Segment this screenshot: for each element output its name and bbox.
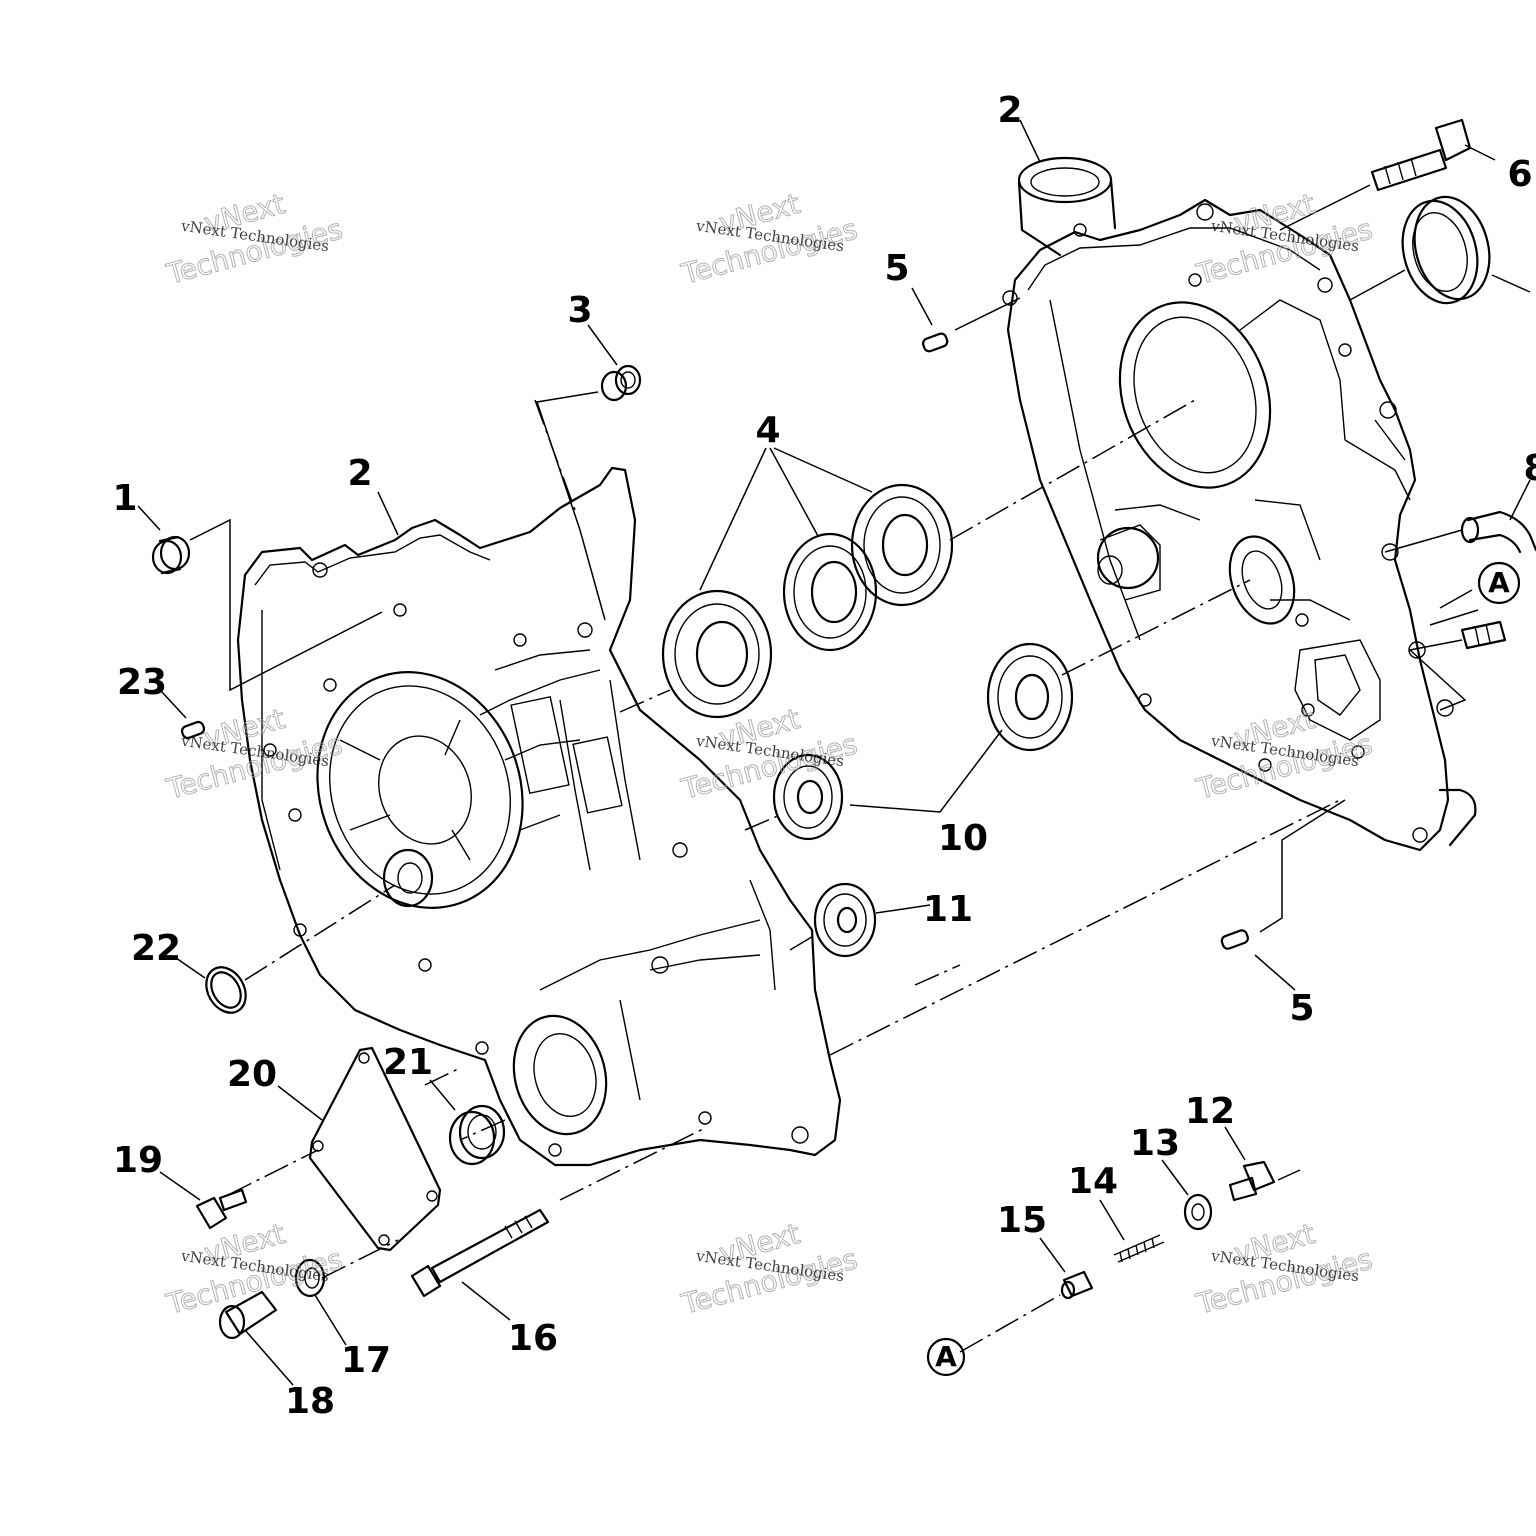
cover-plate-part-20 <box>308 1046 442 1252</box>
bearing-part-10a <box>772 753 844 841</box>
washer-part-13 <box>1183 1193 1213 1231</box>
callout-number-17: 17 <box>341 1340 391 1381</box>
callout-number-5: 5 <box>884 248 909 289</box>
callout-number-10: 10 <box>938 818 988 859</box>
dowel-pin-part-23 <box>180 720 206 740</box>
callout-number-1: 1 <box>112 478 137 519</box>
callout-number-22: 22 <box>131 928 181 969</box>
callout-number-6: 6 <box>1507 154 1532 195</box>
reference-labels: AA <box>935 566 1510 1373</box>
left-crankcase-half <box>236 466 842 1167</box>
bearing-part-11 <box>813 882 877 958</box>
callout-number-4: 4 <box>755 410 780 451</box>
center-lines <box>227 399 1341 1353</box>
callout-number-21: 21 <box>383 1042 433 1083</box>
bolt-part-6 <box>1370 118 1472 192</box>
washer-part-17 <box>294 1258 326 1298</box>
callout-labels: 1223455681011121314151617181920212223 <box>112 90 1536 1422</box>
spring-part-14 <box>1113 1234 1165 1263</box>
callout-number-12: 12 <box>1185 1091 1235 1132</box>
oil-seal-top-right <box>1401 195 1491 305</box>
callout-number-23: 23 <box>117 662 167 703</box>
o-ring-part-22 <box>205 966 247 1014</box>
right-crankcase-half <box>1002 156 1477 852</box>
callout-number-2: 2 <box>347 453 372 494</box>
ref-circle-a-bottom <box>926 1337 966 1377</box>
callout-number-8: 8 <box>1523 448 1536 489</box>
dowel-sleeve-part-1 <box>151 535 191 575</box>
callout-number-20: 20 <box>227 1054 277 1095</box>
callout-number-19: 19 <box>113 1140 163 1181</box>
callout-number-13: 13 <box>1130 1123 1180 1164</box>
reference-letter-a: A <box>1488 566 1510 599</box>
long-bolt-part-16 <box>410 1208 550 1298</box>
bearing-part-4b <box>782 532 878 652</box>
callout-number-15: 15 <box>997 1200 1047 1241</box>
seal-part-21 <box>448 1104 506 1166</box>
reference-letter-a: A <box>935 1340 957 1373</box>
callout-number-3: 3 <box>567 290 592 331</box>
leader-lines <box>137 119 1531 1386</box>
callout-number-18: 18 <box>285 1381 335 1422</box>
callout-number-16: 16 <box>508 1318 558 1359</box>
callout-number-2: 2 <box>997 90 1022 131</box>
hose-fitting-part-8 <box>1460 510 1536 554</box>
bearing-part-4c <box>850 483 954 607</box>
plunger-part-15 <box>1060 1270 1094 1300</box>
bearing-part-10b <box>986 642 1074 752</box>
callout-number-11: 11 <box>923 889 973 930</box>
drain-plug-part-18 <box>218 1290 278 1340</box>
callout-number-5: 5 <box>1289 988 1314 1029</box>
bearing-part-4a <box>661 589 773 719</box>
callout-number-14: 14 <box>1068 1161 1118 1202</box>
bolt-part-12 <box>1228 1160 1276 1202</box>
dowel-pin-part-5-upper <box>921 332 949 353</box>
dowel-sleeve-part-3 <box>600 364 642 402</box>
bolt-part-19 <box>195 1188 248 1230</box>
ref-circle-a-top <box>1477 561 1521 605</box>
breather-nipple <box>1460 620 1507 650</box>
dowel-pin-part-5-lower <box>1220 929 1249 950</box>
